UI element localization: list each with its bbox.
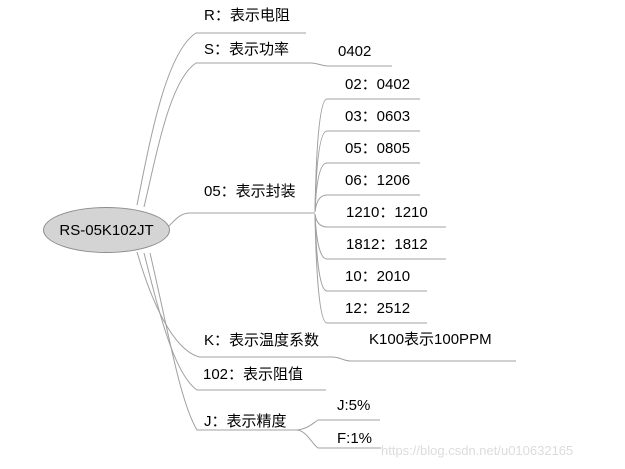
edge-s-0402 <box>309 62 392 67</box>
branch-label-r: R：表示电阻 <box>204 7 290 24</box>
edge-package-05 <box>314 162 420 213</box>
child-label-1812-1812: 1812：1812 <box>346 236 428 253</box>
child-label-06-1206: 06：1206 <box>345 172 411 189</box>
edge-j-1pct <box>296 429 381 449</box>
child-label-02-0402: 02：0402 <box>345 76 411 93</box>
branch-label-s: S：表示功率 <box>204 41 290 58</box>
branch-label-102: 102：表示阻值 <box>203 366 304 383</box>
child-label-0402: 0402 <box>338 43 372 60</box>
edge-package-12 <box>314 213 427 324</box>
child-label-k100: K100表示100PPM <box>369 331 492 348</box>
edge-root-j <box>149 252 297 431</box>
edge-package-06 <box>314 194 420 213</box>
edge-root-package <box>167 212 315 228</box>
child-label-12-2512: 12：2512 <box>345 300 411 317</box>
watermark-text: https://blog.csdn.net/u010632165 <box>381 443 574 458</box>
root-node: RS-05K102JT <box>43 207 170 253</box>
branch-label-j: J：表示精度 <box>204 413 287 430</box>
child-label-10-2010: 10：2010 <box>345 268 411 285</box>
branch-label-package: 05：表示封装 <box>204 183 296 200</box>
child-label-03-0603: 03：0603 <box>345 108 411 125</box>
child-label-f1pct: F:1% <box>337 430 373 447</box>
edge-k-k100 <box>332 356 516 362</box>
edge-root-r <box>136 32 306 206</box>
branch-label-k: K：表示温度系数 <box>204 332 320 349</box>
child-label-05-0805: 05：0805 <box>345 140 411 157</box>
child-label-1210-1210: 1210：1210 <box>346 204 428 221</box>
child-label-j5pct: J:5% <box>337 397 371 414</box>
root-node-label: RS-05K102JT <box>59 221 154 239</box>
edge-root-s <box>143 62 310 208</box>
edge-root-102 <box>143 252 326 391</box>
edge-j-5pct <box>296 419 380 431</box>
